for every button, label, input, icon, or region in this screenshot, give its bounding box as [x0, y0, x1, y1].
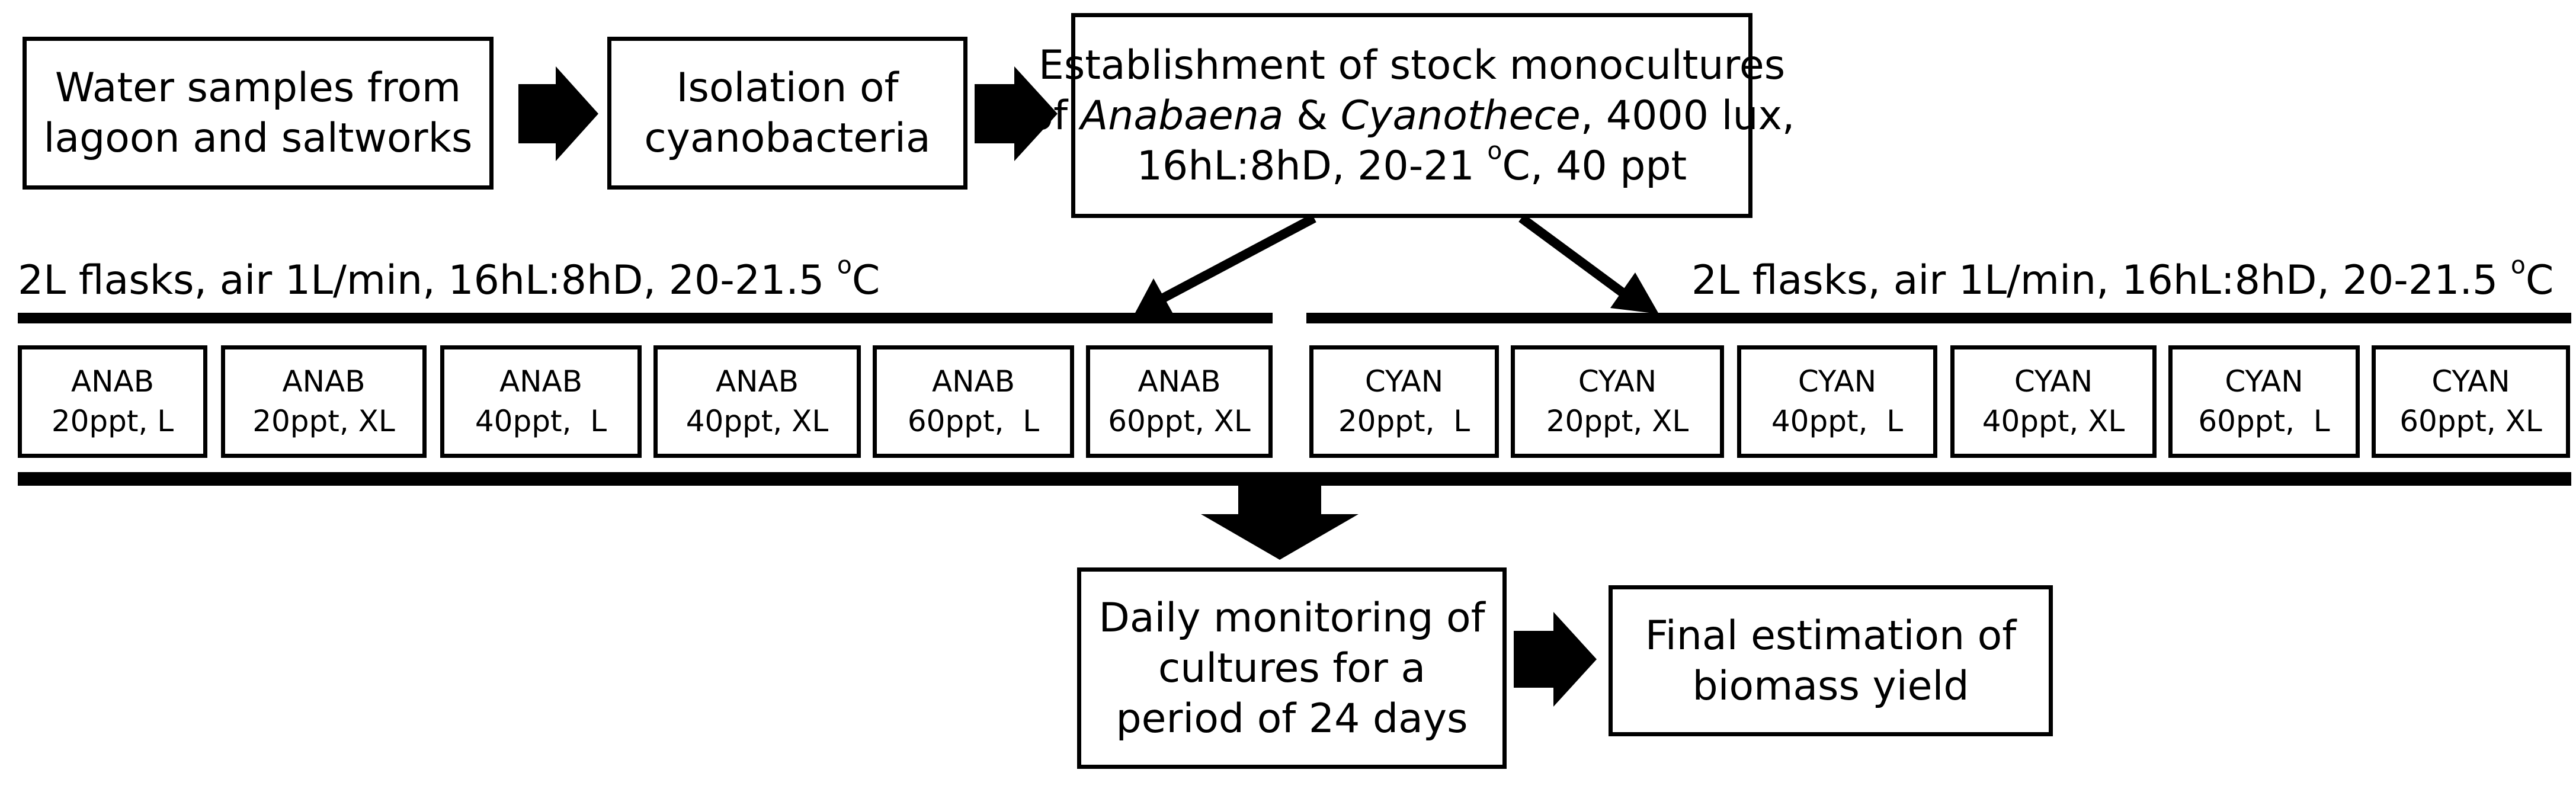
step-water-samples: Water samples from lagoon and saltworks	[23, 37, 494, 190]
treatment-name: CYAN	[2431, 364, 2510, 399]
treatment-cyan-20-xl: CYAN 20ppt, XL	[1511, 345, 1724, 458]
conditions-left-post: C	[851, 257, 880, 304]
bar-top-cyan	[1306, 313, 2571, 323]
arrow-water-to-isolation	[518, 66, 598, 161]
treatment-name: ANAB	[715, 364, 799, 399]
treatment-cyan-20-l: CYAN 20ppt, L	[1309, 345, 1499, 458]
treatment-condition: 40ppt, L	[1771, 404, 1904, 438]
treatment-anab-60-l: ANAB 60ppt, L	[873, 345, 1074, 458]
treatment-anab-20-l: ANAB 20ppt, L	[18, 345, 207, 458]
step-water-line2: lagoon and saltworks	[43, 115, 473, 162]
step-stock-line3-post: C, 40 ppt	[1502, 142, 1687, 190]
step-isolation-line2: cyanobacteria	[644, 115, 931, 162]
step-stock-monocultures: Establishment of stock monocultures of A…	[1029, 13, 1795, 218]
treatment-cyan-40-l: CYAN 40ppt, L	[1737, 345, 1937, 458]
treatment-condition: 60ppt, XL	[1108, 404, 1251, 438]
conditions-left-pre: 2L flasks, air 1L/min, 16hL:8hD, 20-21.5	[18, 257, 837, 304]
treatment-anab-40-xl: ANAB 40ppt, XL	[653, 345, 861, 458]
step-water-line1: Water samples from	[55, 65, 462, 111]
treatment-name: ANAB	[931, 364, 1015, 399]
arrow-bar-to-monitoring	[1201, 486, 1359, 560]
step-stock-line3-pre: 16hL:8hD, 20-21	[1136, 142, 1488, 190]
conditions-right-post: C	[2525, 257, 2554, 304]
step-stock-line2-pre: of	[1029, 92, 1081, 139]
step-isolation: Isolation of cyanobacteria	[607, 37, 967, 190]
arrow-stock-to-anab	[1135, 213, 1316, 317]
treatment-condition: 20ppt, XL	[1546, 404, 1689, 438]
treatment-name: ANAB	[1138, 364, 1221, 399]
conditions-left-label: 2L flasks, air 1L/min, 16hL:8hD, 20-21.5…	[18, 253, 880, 301]
treatment-name: ANAB	[499, 364, 583, 399]
step-monitoring-line3: period of 24 days	[1116, 695, 1468, 742]
treatment-anab-60-xl: ANAB 60ppt, XL	[1086, 345, 1273, 458]
treatment-name: CYAN	[1578, 364, 1657, 399]
treatment-name: ANAB	[71, 364, 155, 399]
conditions-right-degree: o	[2510, 251, 2526, 280]
step-monitoring-line1: Daily monitoring of	[1098, 594, 1485, 642]
step-final-estimation: Final estimation of biomass yield	[1609, 585, 2053, 736]
step-final-line2: biomass yield	[1692, 662, 1969, 710]
arrow-stock-to-cyan	[1518, 214, 1659, 314]
treatment-condition: 40ppt, XL	[1982, 404, 2125, 438]
species-cyanothece: Cyanothece	[1340, 92, 1581, 139]
treatment-anab-20-xl: ANAB 20ppt, XL	[221, 345, 427, 458]
treatment-name: CYAN	[1798, 364, 1877, 399]
step-stock-line3: 16hL:8hD, 20-21 oC, 40 ppt	[1136, 138, 1687, 191]
bar-top-anab	[18, 313, 1273, 323]
species-anabaena: Anabaena	[1080, 92, 1284, 139]
treatment-condition: 40ppt, XL	[685, 404, 829, 438]
treatment-anab-40-l: ANAB 40ppt, L	[440, 345, 642, 458]
treatment-name: CYAN	[2014, 364, 2093, 399]
treatment-cyan-60-xl: CYAN 60ppt, XL	[2372, 345, 2570, 458]
step-stock-degree: o	[1487, 136, 1502, 165]
step-daily-monitoring: Daily monitoring of cultures for a perio…	[1077, 567, 1507, 769]
conditions-left-degree: o	[837, 251, 852, 280]
treatment-cyan-40-xl: CYAN 40ppt, XL	[1950, 345, 2157, 458]
treatment-name: CYAN	[2225, 364, 2303, 399]
treatment-condition: 40ppt, L	[475, 404, 607, 438]
treatment-condition: 20ppt, L	[51, 404, 174, 438]
treatment-condition: 20ppt, L	[1338, 404, 1470, 438]
treatment-cyan-60-l: CYAN 60ppt, L	[2168, 345, 2360, 458]
step-stock-line1: Establishment of stock monocultures	[1038, 41, 1786, 89]
treatment-name: ANAB	[282, 364, 366, 399]
treatment-name: CYAN	[1364, 364, 1444, 399]
treatment-condition: 60ppt, L	[2198, 404, 2330, 438]
treatment-condition: 20ppt, XL	[252, 404, 395, 438]
step-final-line1: Final estimation of	[1645, 612, 2017, 659]
step-isolation-line1: Isolation of	[676, 65, 899, 111]
step-stock-line2-post: , 4000 lux,	[1580, 92, 1795, 139]
step-stock-line2-mid: &	[1283, 92, 1341, 139]
step-monitoring-line2: cultures for a	[1158, 644, 1426, 692]
treatment-condition: 60ppt, XL	[2399, 404, 2542, 438]
bar-bottom	[18, 472, 2571, 486]
step-stock-line2: of Anabaena & Cyanothece, 4000 lux,	[1029, 91, 1795, 141]
arrow-monitoring-to-final	[1514, 612, 1597, 707]
conditions-right-pre: 2L flasks, air 1L/min, 16hL:8hD, 20-21.5	[1691, 257, 2511, 304]
treatment-condition: 60ppt, L	[907, 404, 1040, 438]
conditions-right-label: 2L flasks, air 1L/min, 16hL:8hD, 20-21.5…	[1691, 253, 2553, 301]
arrow-isolation-to-stock	[975, 66, 1058, 161]
